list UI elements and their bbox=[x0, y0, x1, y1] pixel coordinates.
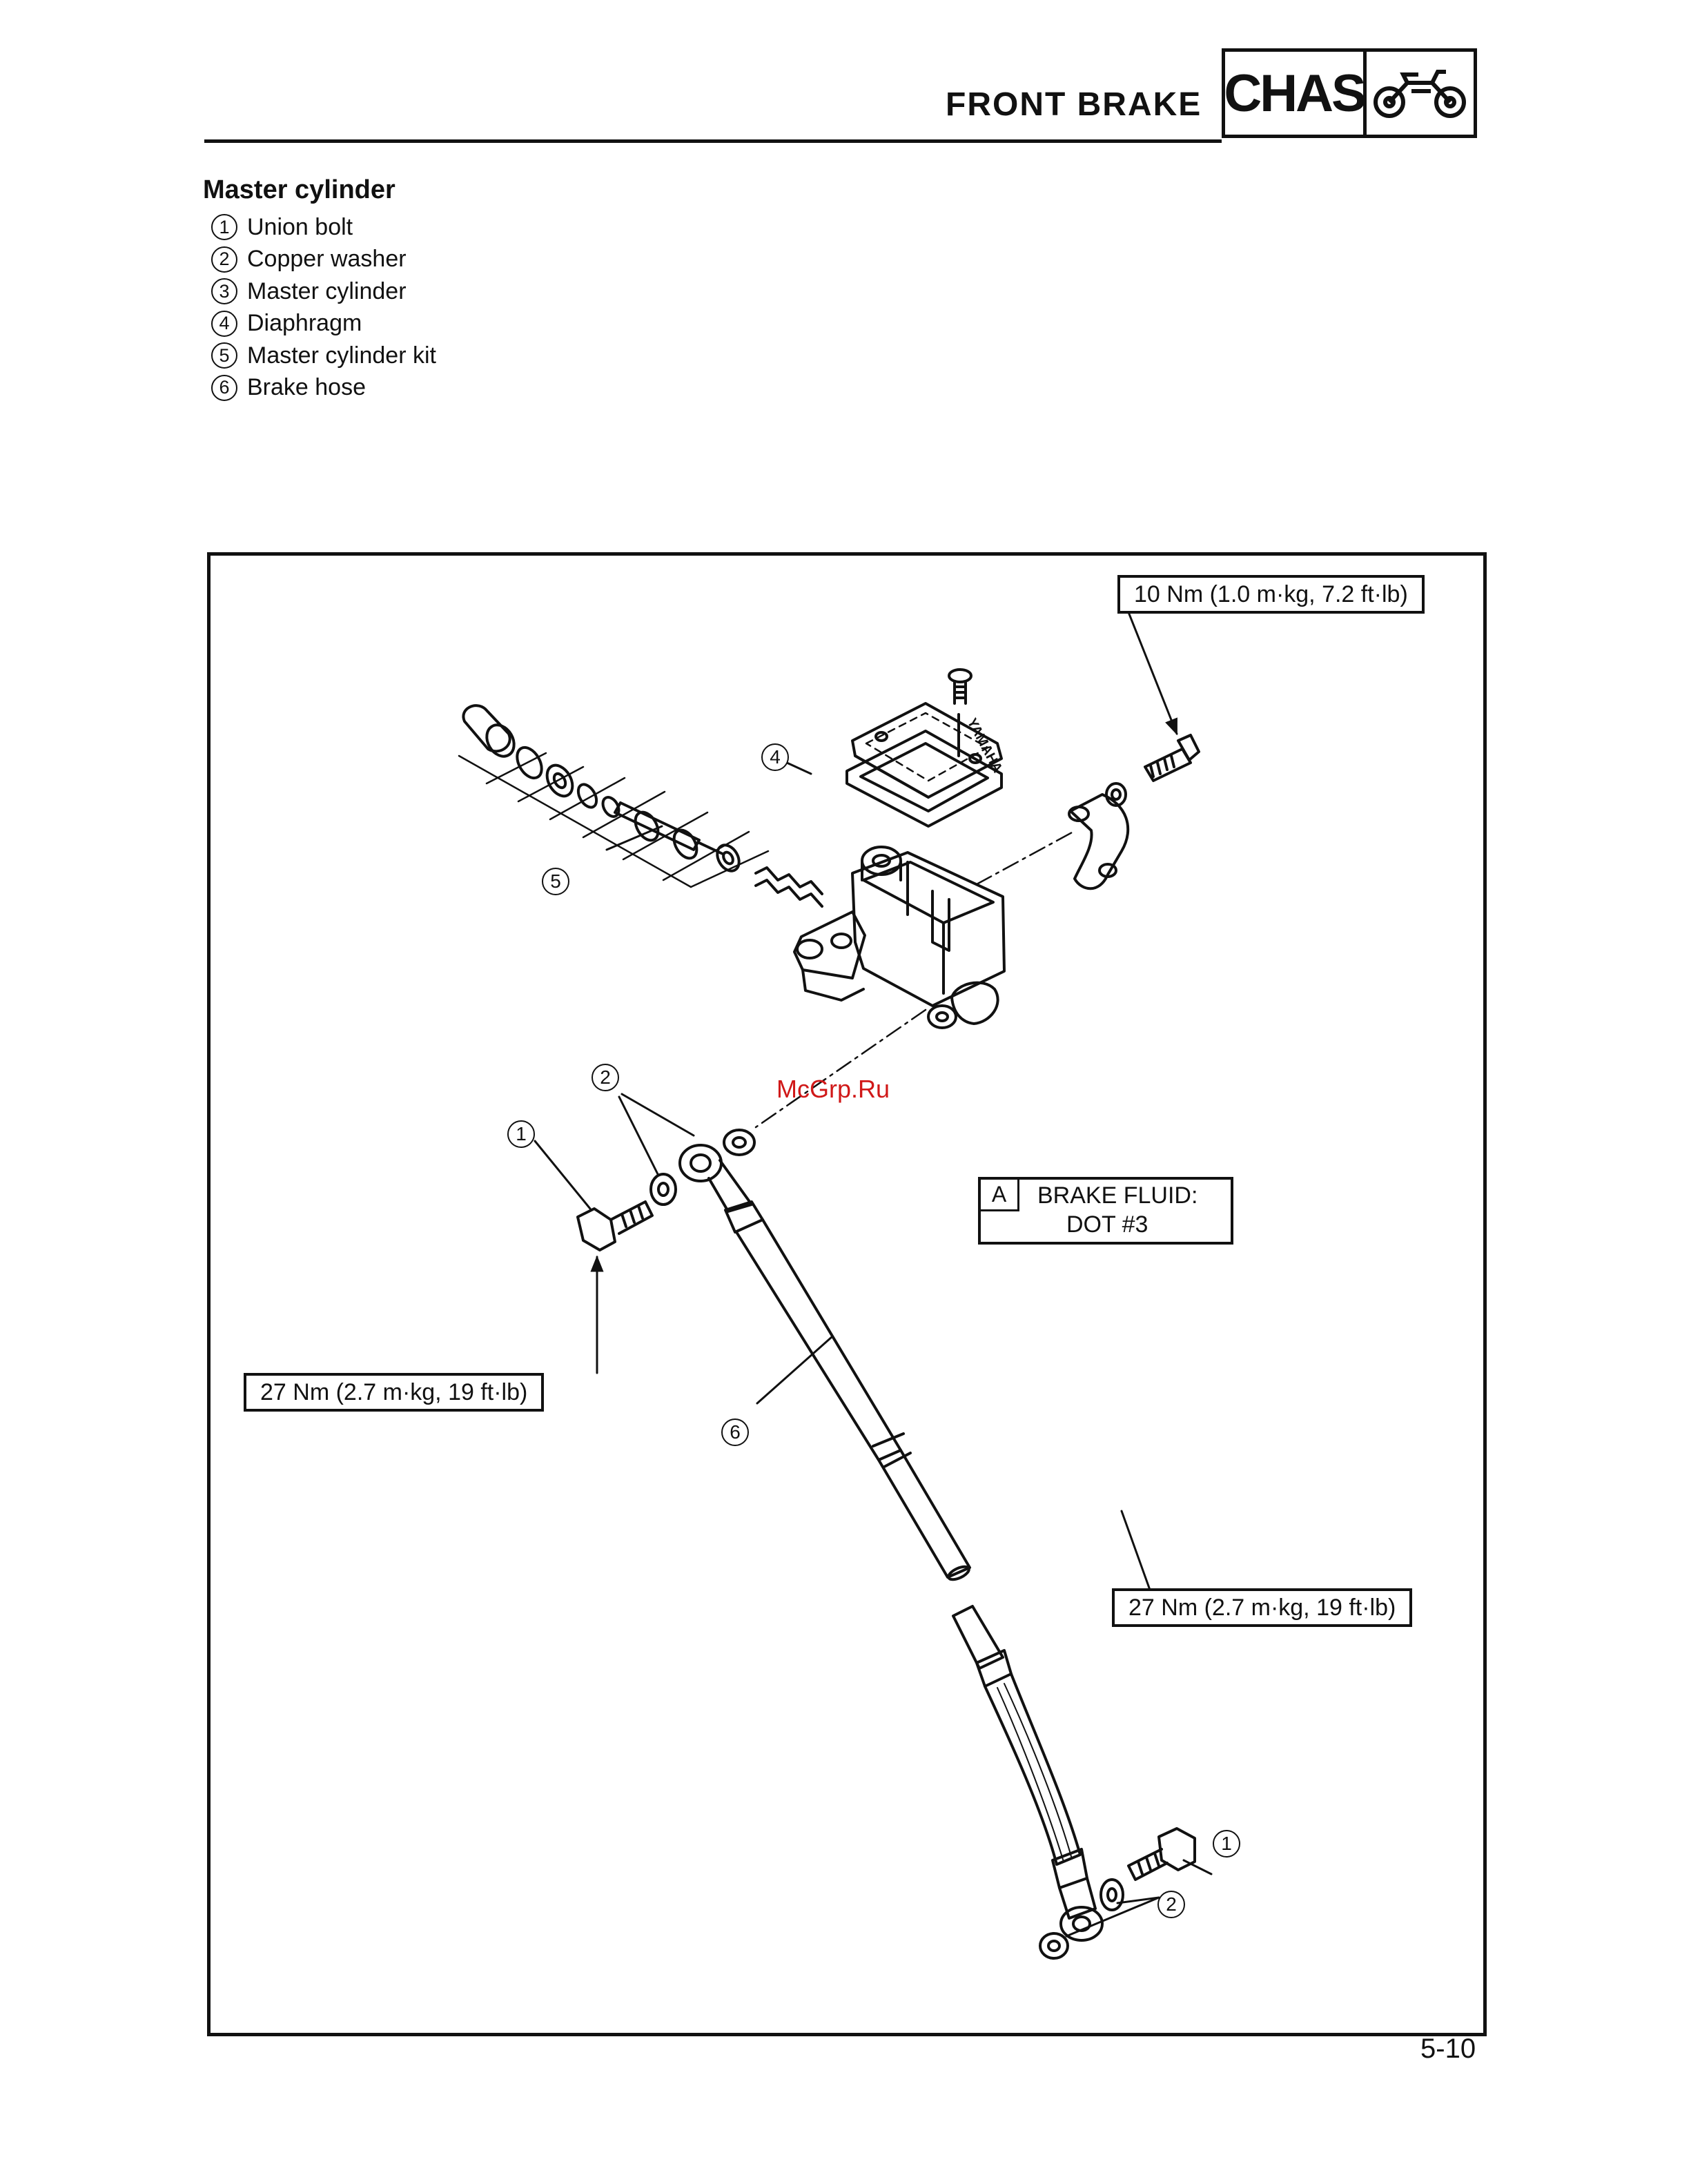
cap-screw-drawing bbox=[949, 670, 971, 703]
handlebar-clamp-drawing bbox=[1069, 735, 1199, 888]
item-number: 1 bbox=[211, 214, 237, 240]
page-number: 5-10 bbox=[1420, 2034, 1476, 2065]
brake-fluid-note-tag: A bbox=[981, 1180, 1019, 1211]
brake-hose-drawing bbox=[680, 1145, 1102, 1940]
item-number: 5 bbox=[211, 342, 237, 369]
item-label: Diaphragm bbox=[247, 310, 362, 337]
callout-copper-washer-bottom: 2 bbox=[1157, 1891, 1185, 1918]
callout-copper-washer-top: 2 bbox=[592, 1064, 619, 1091]
list-item: 4 Diaphragm bbox=[211, 308, 436, 340]
motorcycle-icon bbox=[1367, 52, 1474, 135]
chassis-badge: CHAS bbox=[1222, 48, 1477, 138]
exploded-view-figure: YAMAHA 10 Nm (1.0 m·kg, 7.2 ft·lb) 27 Nm… bbox=[207, 552, 1487, 2036]
exploded-view-drawing: YAMAHA bbox=[211, 556, 1483, 2033]
union-bolt-bottom-drawing bbox=[1128, 1829, 1195, 1880]
item-number: 2 bbox=[211, 246, 237, 273]
item-label: Master cylinder kit bbox=[247, 342, 436, 369]
section-title: FRONT BRAKE bbox=[946, 86, 1202, 124]
parts-list-title: Master cylinder bbox=[203, 175, 395, 205]
list-item: 1 Union bolt bbox=[211, 211, 436, 244]
callout-diaphragm: 4 bbox=[761, 743, 789, 771]
callout-union-bolt-bottom: 1 bbox=[1213, 1830, 1240, 1858]
list-item: 3 Master cylinder bbox=[211, 275, 436, 308]
brake-fluid-note-line2: DOT #3 bbox=[1066, 1211, 1148, 1238]
chassis-badge-label: CHAS bbox=[1225, 52, 1367, 135]
torque-spec-top: 10 Nm (1.0 m·kg, 7.2 ft·lb) bbox=[1117, 575, 1425, 614]
callout-union-bolt-left: 1 bbox=[507, 1120, 535, 1148]
master-cylinder-body-drawing bbox=[794, 847, 1004, 1028]
master-cylinder-kit-drawing bbox=[459, 705, 822, 906]
item-label: Copper washer bbox=[247, 246, 407, 273]
list-item: 5 Master cylinder kit bbox=[211, 340, 436, 372]
watermark: McGrp.Ru bbox=[776, 1075, 890, 1104]
item-number: 4 bbox=[211, 311, 237, 337]
union-bolt-left-drawing bbox=[578, 1202, 652, 1250]
brake-fluid-note-line1: BRAKE FLUID: bbox=[1037, 1182, 1198, 1209]
torque-spec-bottom: 27 Nm (2.7 m·kg, 19 ft·lb) bbox=[1112, 1588, 1412, 1627]
item-label: Brake hose bbox=[247, 374, 366, 401]
item-number: 6 bbox=[211, 375, 237, 401]
brake-fluid-note: A BRAKE FLUID: DOT #3 bbox=[978, 1177, 1233, 1245]
header-rule bbox=[204, 139, 1222, 143]
item-label: Master cylinder bbox=[247, 278, 407, 305]
item-label: Union bolt bbox=[247, 214, 353, 241]
callout-master-cylinder-kit: 5 bbox=[542, 868, 569, 895]
list-item: 2 Copper washer bbox=[211, 244, 436, 276]
torque-spec-left: 27 Nm (2.7 m·kg, 19 ft·lb) bbox=[244, 1373, 544, 1412]
item-number: 3 bbox=[211, 278, 237, 304]
list-item: 6 Brake hose bbox=[211, 372, 436, 404]
callout-brake-hose: 6 bbox=[721, 1418, 749, 1446]
